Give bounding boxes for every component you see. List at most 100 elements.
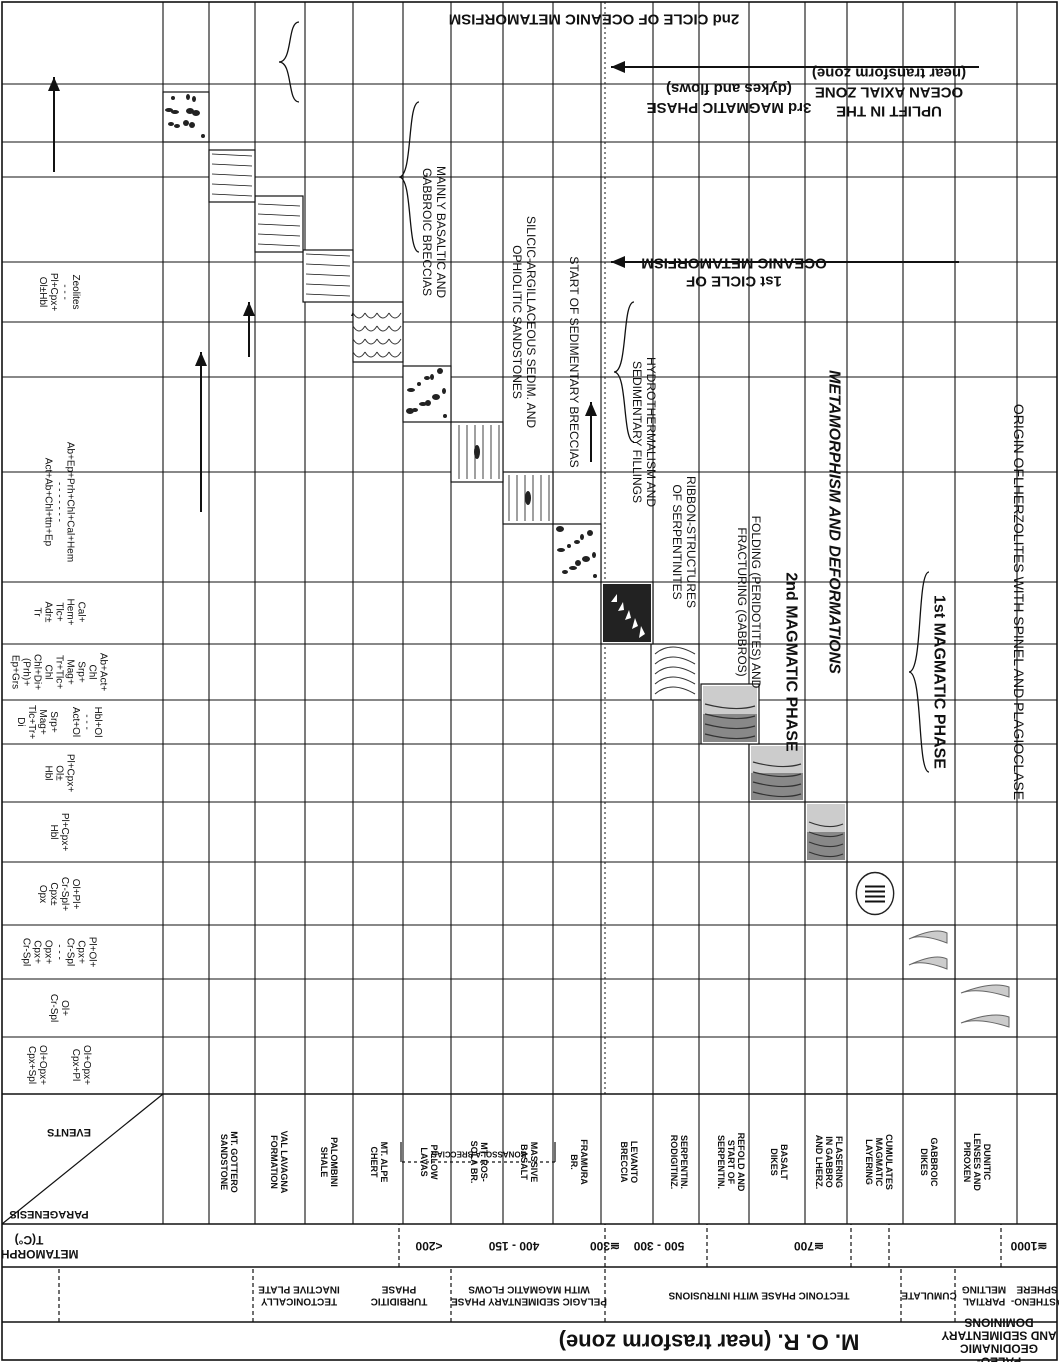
text-line: Ol+Pl+ <box>70 879 81 910</box>
temperature-label: ≅700 <box>794 1239 824 1253</box>
text-line: Ol± <box>54 765 65 781</box>
text-line: (Prh)+ <box>21 658 32 686</box>
clast-icon <box>443 414 447 418</box>
pillow-icon <box>376 325 390 332</box>
texture-line <box>211 173 253 177</box>
text-line: GABBROIC <box>929 1138 939 1187</box>
text-line: PELAGIC SEDIMENTARY PHASE <box>451 1296 607 1307</box>
text-line: Ol±Hbl <box>37 277 48 308</box>
paragenesis-label: Zeolites- - -Pl+Cpx+Ol±Hbl <box>37 273 81 312</box>
text-line: PARTIAL <box>963 1296 1006 1307</box>
clast-icon <box>424 376 430 380</box>
text-line: Chl <box>43 664 54 679</box>
text-line: FRACTURING (GABBROS) <box>735 527 749 676</box>
text-line: Chl+Di+ <box>32 654 43 690</box>
text-line: Cr-Spl <box>48 994 59 1022</box>
event-label: MT. ROS-SOLA BR. <box>469 1141 489 1184</box>
texture-line <box>257 233 301 237</box>
text-line: Cal+ <box>76 602 87 623</box>
text-line: Ep+Grs <box>10 655 21 689</box>
text-line: Ol+Opx+ <box>81 1045 92 1085</box>
text-line: Mag+ <box>37 709 48 734</box>
text-line: - - - <box>54 944 65 960</box>
paragenesis-label: Pl+Ol+Cpx+Cr-Spl- - -Opx+Cpx+Cr-Spl <box>21 937 98 968</box>
clast-icon <box>582 556 590 562</box>
third-magmatic-brace-icon <box>398 101 420 253</box>
text-line: Tlc+ <box>54 602 65 621</box>
text-line: TECTONIC PHASE WITH INTRUSIONS <box>668 1290 849 1301</box>
text-line: SHALE <box>319 1147 329 1178</box>
text-line: 1st CICLE OF <box>686 273 782 290</box>
clast-icon <box>165 108 173 112</box>
clast-icon <box>569 566 577 570</box>
paragenesis-label: Cal+Hem+Tlc+Adr±Tr <box>32 599 87 626</box>
text-line: Pl+Cpx+ <box>65 754 76 793</box>
clast-icon <box>186 108 194 114</box>
texture-line <box>211 193 253 197</box>
cell-frame <box>846 861 904 926</box>
texture-line <box>305 283 351 287</box>
cumulate-icon <box>855 871 895 916</box>
text-line: FOLDING (PERIDOTITES) AND <box>749 516 763 689</box>
text-line: - - - - - - - <box>54 482 65 522</box>
text-line: CUMULATE <box>901 1290 957 1301</box>
foliation-icon <box>808 841 844 848</box>
pillow-icon <box>388 351 402 358</box>
text-line: Act+Ol <box>70 707 81 737</box>
texture-line <box>211 183 253 187</box>
text-line: TURBIDITIC <box>371 1296 428 1307</box>
ribbon-icon <box>654 666 696 675</box>
text-line: HYDROTHERMALISM AND <box>644 357 658 507</box>
arrowhead-icon <box>243 302 255 316</box>
clast-icon <box>587 530 593 536</box>
clast-icon <box>168 122 174 126</box>
pillow-icon <box>388 325 402 332</box>
text-line: MELTING <box>962 1284 1006 1295</box>
text-line: SANDSTONE <box>219 1134 229 1190</box>
text-line: DIKES <box>769 1148 779 1176</box>
foliation-icon <box>808 831 844 838</box>
metamorphism-deformations-label: METAMORPHISM AND DEFORMATIONS <box>826 370 843 674</box>
gottero-sandstone-symbol <box>162 91 210 143</box>
pillow-icon <box>352 351 366 358</box>
text-line: Cr-Spl <box>21 938 32 966</box>
pillow-icon <box>376 338 390 345</box>
text-line: CUMULATES <box>884 1134 894 1190</box>
text-line: SERPENTIN. <box>716 1135 726 1189</box>
framura-breccia-symbol <box>552 523 602 583</box>
second-cycle-label: 2nd CICLE OF OCEANIC METAMORFISM <box>449 11 740 28</box>
text-line: Cr-Spl <box>65 938 76 966</box>
foliation-icon <box>704 713 756 720</box>
foliation-icon <box>752 791 802 798</box>
text-line: METAMORPHISM <box>0 1247 79 1261</box>
pillow-icon <box>364 351 378 358</box>
levanto-breccia-symbol <box>600 581 654 645</box>
text-line: MT. ALPE <box>379 1142 389 1183</box>
text-line: Ol+ <box>59 1000 70 1016</box>
text-line: LENSES AND <box>972 1133 982 1191</box>
light-fill <box>703 686 757 714</box>
massive-basalt-symbol <box>450 421 504 483</box>
arrowhead-icon <box>48 77 60 91</box>
event-label: SERPENTIN.RODIGITINZ. <box>669 1135 689 1190</box>
text-line: MT. GOTTERO <box>229 1131 239 1193</box>
text-line: AND SEDIMENTARY <box>941 1329 1056 1343</box>
ribbon-icon <box>654 656 696 665</box>
cumulate-symbol <box>846 861 904 926</box>
clast-icon <box>171 110 179 114</box>
text-line: Srp+ <box>48 711 59 733</box>
foliation-icon <box>704 723 756 730</box>
clast-icon <box>192 96 196 102</box>
text-line: OCEAN AXIAL ZONE <box>815 84 963 101</box>
foliation-icon <box>808 821 844 828</box>
texture-line <box>211 153 253 157</box>
